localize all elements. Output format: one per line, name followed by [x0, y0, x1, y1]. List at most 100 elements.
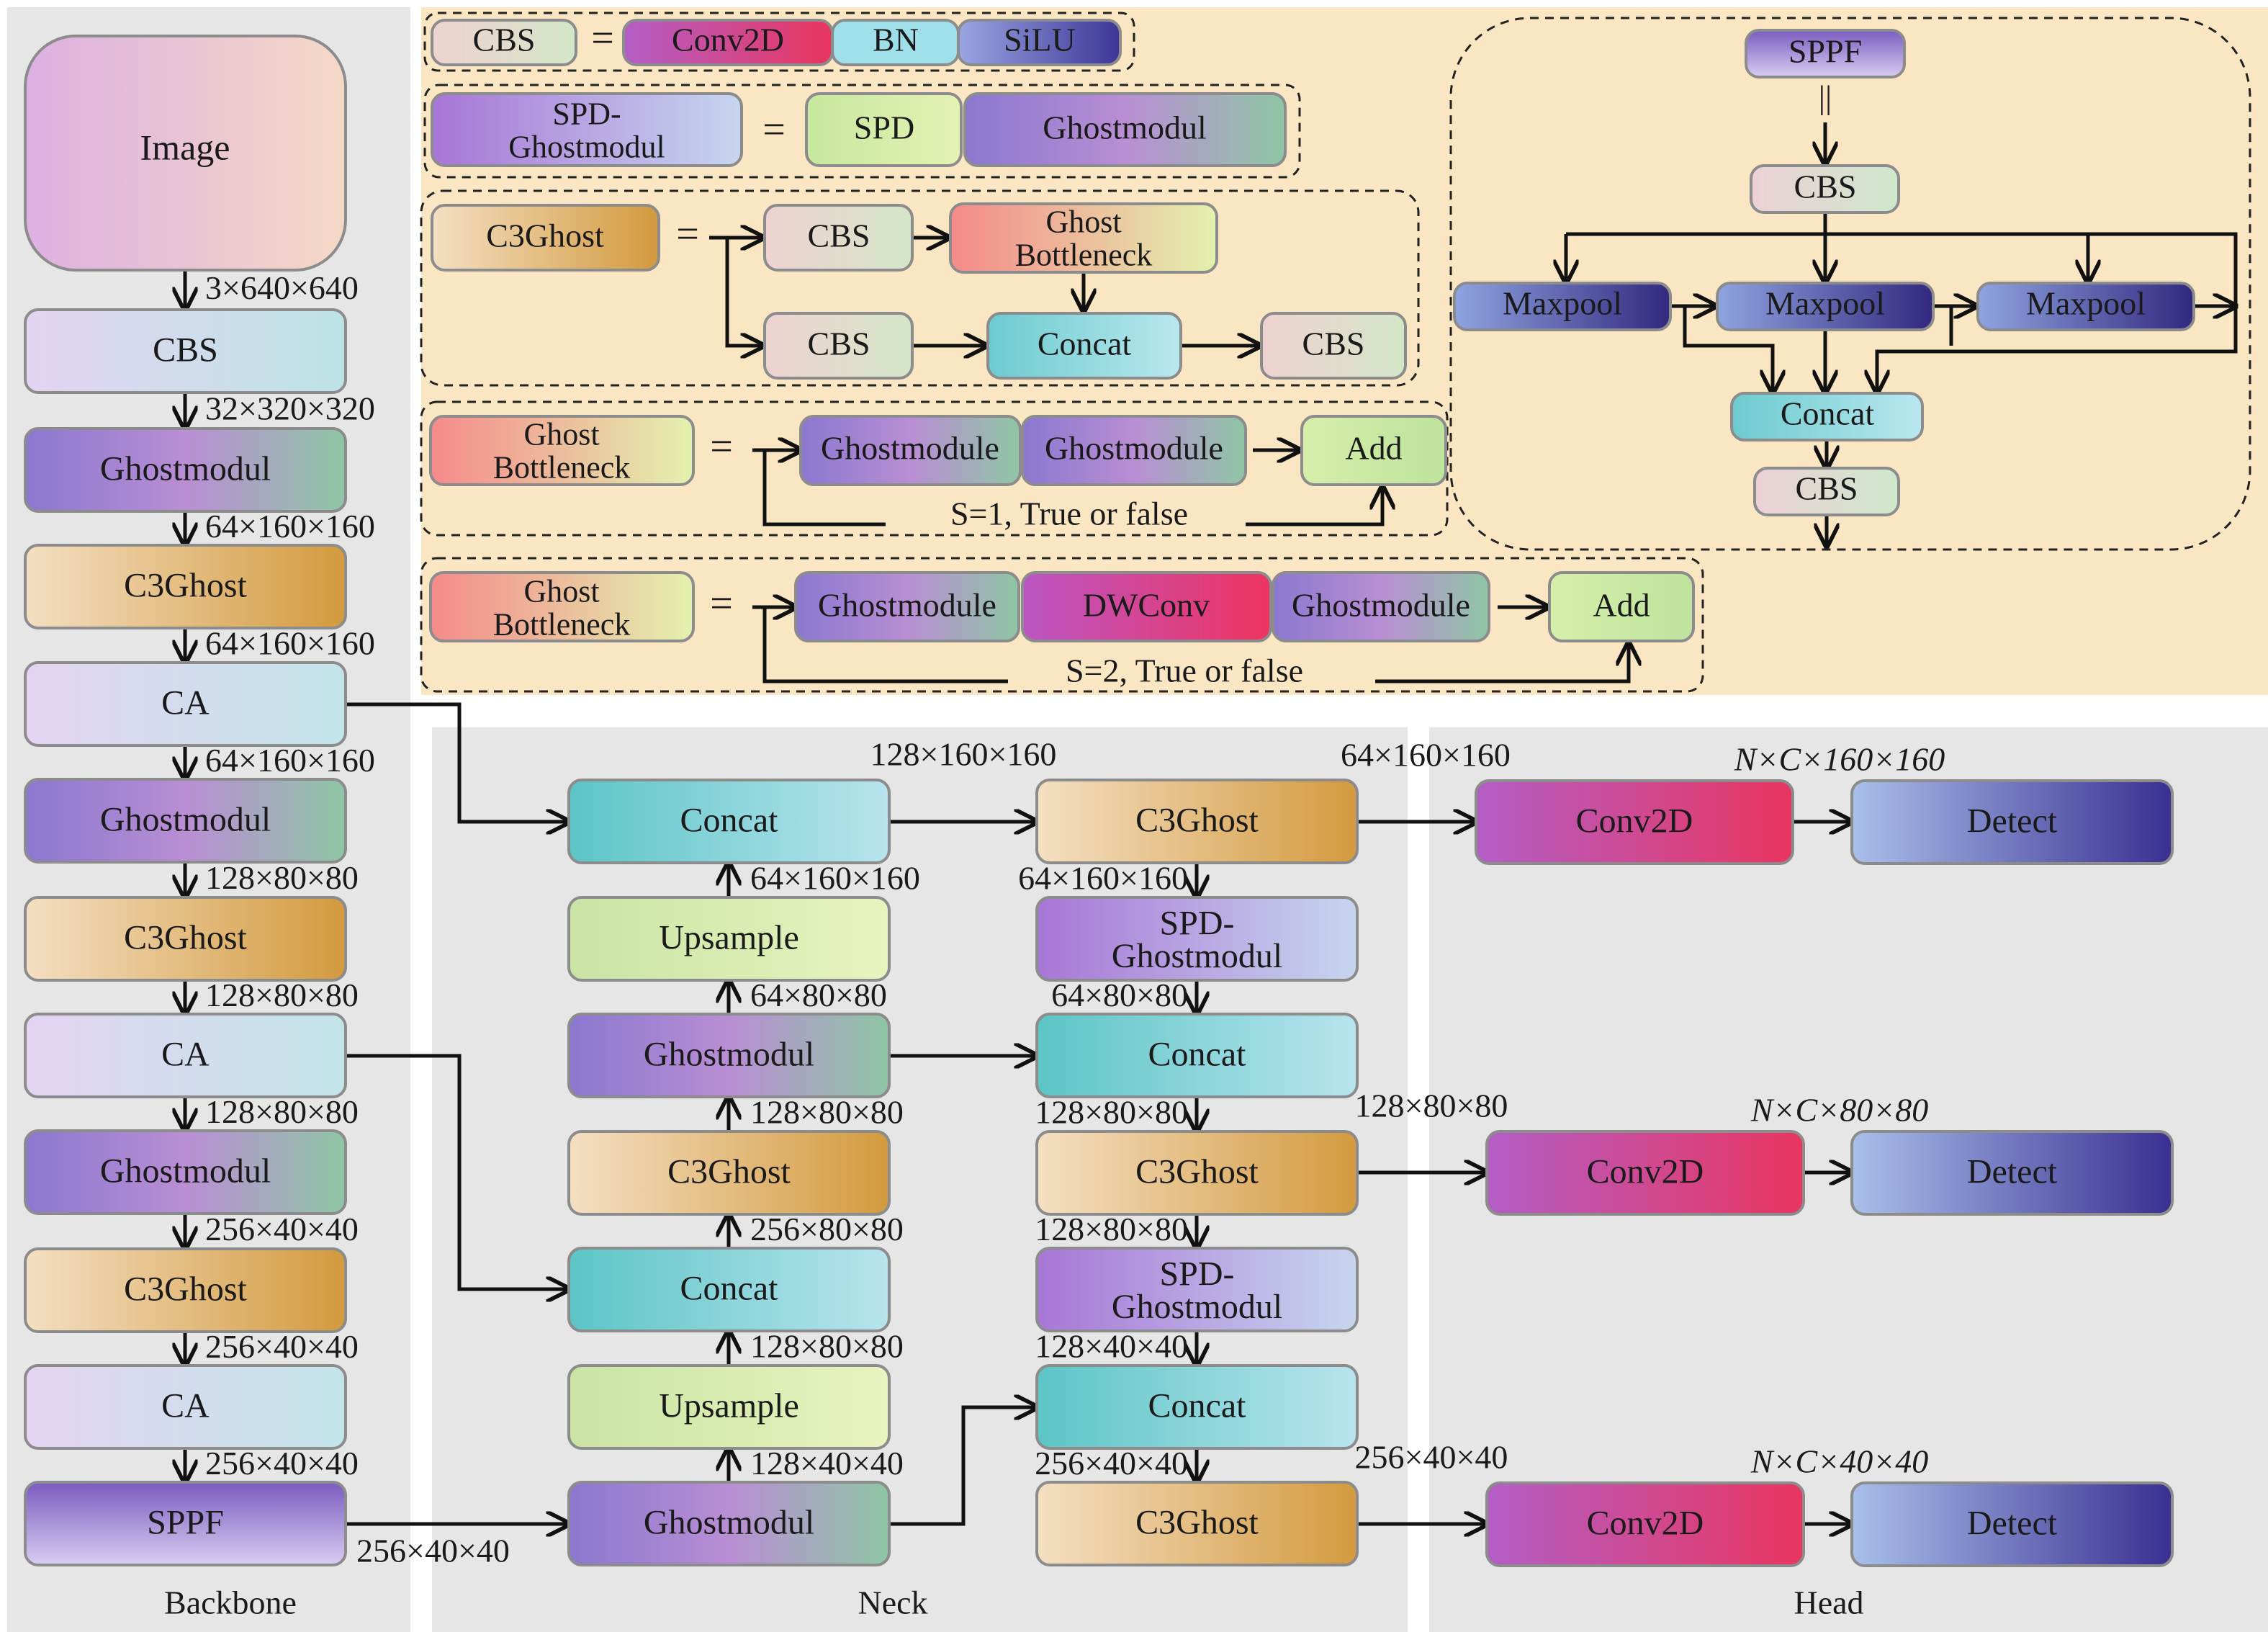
- backbone-node-3-c3ghost-label: C3Ghost: [124, 567, 247, 605]
- legend-cbs-group: [423, 12, 1135, 72]
- backbone-node-11-sppf-label: SPPF: [147, 1504, 224, 1542]
- backbone-dim-7: 128×80×80: [205, 1093, 359, 1130]
- legend-sppf-to-concat-a: [1683, 306, 1773, 393]
- backbone-node-7-ca: [24, 1013, 347, 1098]
- legend-c3-cbs3: [1260, 312, 1407, 380]
- neck-left-3-c3ghost: [567, 1130, 891, 1216]
- backbone-dim-2: 64×160×160: [205, 508, 375, 544]
- legend-gb1-eq: =: [710, 424, 733, 469]
- sppf-out-dim: 256×40×40: [356, 1533, 510, 1569]
- legend-sppf-maxpool-0: [1453, 282, 1672, 331]
- head-scale-2: N×C×40×40: [1750, 1443, 1929, 1480]
- head-detect-2-label: Detect: [1967, 1505, 2058, 1543]
- legend-sppf-title: [1745, 29, 1906, 79]
- neck-right-2-concat: [1035, 1013, 1359, 1098]
- head-conv2d-2: [1485, 1481, 1805, 1567]
- legend-spd-spd-label: SPD: [854, 109, 914, 146]
- neck-left-4-concat-label: Concat: [680, 1270, 779, 1308]
- legend-spd-group: [423, 84, 1301, 179]
- legend-sppf-cbs-out: [1753, 467, 1900, 516]
- neck-right-0-c3ghost: [1035, 779, 1359, 864]
- head-detect-1: [1850, 1130, 2174, 1216]
- section-backbone: Backbone: [164, 1584, 297, 1621]
- legend-gb1-m1: [799, 415, 1022, 486]
- legend-cbs-lhs-label: CBS: [473, 22, 536, 58]
- neck-right-dim-4: 128×40×40: [1035, 1328, 1188, 1365]
- backbone-node-5-ghostmodul: [24, 778, 347, 864]
- neck-right-5-concat: [1035, 1364, 1359, 1450]
- legend-gb1-lhs: [429, 415, 695, 486]
- legend-gb2-m1: [794, 571, 1020, 642]
- neck-left-5-upsample: [567, 1364, 891, 1450]
- neck-left-dim-1: 64×80×80: [750, 977, 887, 1013]
- backbone-dim-0: 3×640×640: [205, 269, 359, 306]
- arrow-ghost-to-concat-low: [889, 1407, 1037, 1526]
- backbone-node-10-ca: [24, 1364, 347, 1450]
- neck-right-3-c3ghost-label: C3Ghost: [1135, 1153, 1259, 1191]
- section-neck: Neck: [858, 1584, 927, 1621]
- head-scale-0: N×C×160×160: [1734, 741, 1945, 778]
- backbone-node-6-c3ghost: [24, 896, 347, 982]
- backbone-node-11-sppf: [24, 1481, 347, 1566]
- neck-out-dim-0: 64×160×160: [1341, 737, 1511, 774]
- backbone-dim-10: 256×40×40: [205, 1445, 359, 1481]
- head-conv2d-1-label: Conv2D: [1587, 1153, 1704, 1191]
- legend-spd-ghost-label: Ghostmodul: [1043, 109, 1206, 146]
- legend-c3-lhs: [431, 204, 660, 272]
- legend-spd-lhs: [431, 92, 743, 167]
- backbone-node-4-ca: [24, 661, 347, 747]
- backbone-node-8-ghostmodul: [24, 1129, 347, 1215]
- legend-spd-spd: [805, 92, 963, 167]
- backbone-node-8-ghostmodul-label: Ghostmodul: [100, 1152, 271, 1191]
- head-conv2d-1: [1485, 1130, 1805, 1216]
- labels: ImageCBSGhostmodulC3GhostCAGhostmodulC3G…: [100, 16, 2146, 1621]
- legend-gb2-note: S=2, True or false: [1066, 653, 1303, 689]
- legend-cbs-bn-label: BN: [873, 22, 919, 58]
- legend-gb1-add-label: Add: [1345, 430, 1402, 467]
- backbone-node-9-c3ghost-label: C3Ghost: [124, 1270, 247, 1309]
- neck-left-1-upsample-label: Upsample: [659, 919, 799, 957]
- neck-right-4-spd-ghostmodul: [1035, 1247, 1359, 1332]
- legend-cbs-eq: =: [591, 16, 614, 60]
- legend-gb2-dw-label: DWConv: [1083, 587, 1210, 624]
- neck-right-3-c3ghost: [1035, 1130, 1359, 1216]
- legend-c3-cbs1-label: CBS: [808, 218, 870, 254]
- head-detect-1-label: Detect: [1967, 1153, 2058, 1191]
- legend-sppf-concat: [1730, 392, 1924, 441]
- legend-cbs-conv2d-label: Conv2D: [672, 22, 784, 58]
- legend-sppf-cbs-out-label: CBS: [1796, 470, 1858, 507]
- backbone-node-10-ca-label: CA: [161, 1387, 210, 1425]
- legend-c3-arrow-branch: [725, 238, 763, 346]
- legend-c3-cbs2-label: CBS: [808, 326, 870, 362]
- backbone-node-7-ca-label: CA: [161, 1036, 210, 1074]
- neck-left-3-c3ghost-label: C3Ghost: [667, 1153, 791, 1191]
- neck-left-dim-5: 128×40×40: [750, 1445, 904, 1481]
- head-scale-1: N×C×80×80: [1750, 1092, 1929, 1129]
- neck-left-5-upsample-label: Upsample: [659, 1387, 799, 1425]
- legend-sppf-bus: [1566, 232, 2238, 306]
- head-conv2d-0: [1475, 779, 1794, 865]
- neck-right-6-c3ghost: [1035, 1481, 1359, 1566]
- legend-sppf-cbs-in-label: CBS: [1794, 169, 1857, 205]
- legend-gb1-m2: [1021, 415, 1247, 486]
- legend-gb1-skip-b: [1246, 487, 1382, 526]
- neck-right-dim-0: 64×160×160: [1018, 860, 1188, 897]
- backbone-node-4-ca-label: CA: [161, 684, 210, 722]
- legend-c3-eq: =: [676, 212, 699, 256]
- backbone-dim-6: 128×80×80: [205, 977, 359, 1013]
- neck-out-dim-1: 128×80×80: [1355, 1088, 1508, 1124]
- neck-right-dim-1: 64×80×80: [1051, 977, 1188, 1013]
- backbone-node-image: [24, 35, 347, 272]
- backbone-dim-9: 256×40×40: [205, 1328, 359, 1365]
- neck-right-6-c3ghost-label: C3Ghost: [1135, 1504, 1259, 1542]
- legend-spd-eq: =: [762, 107, 786, 152]
- backbone-node-1-cbs-label: CBS: [153, 331, 218, 369]
- legend-gb1-m2-label: Ghostmodule: [1045, 430, 1223, 467]
- neck-right-4-spd-ghostmodul-label: SPD-Ghostmodul: [1112, 1255, 1282, 1327]
- legend-sppf-maxpool-2: [1976, 282, 2195, 331]
- neck-right-1-spd-ghostmodul-label: SPD-Ghostmodul: [1112, 905, 1282, 976]
- neck-left-2-ghostmodul: [567, 1013, 891, 1098]
